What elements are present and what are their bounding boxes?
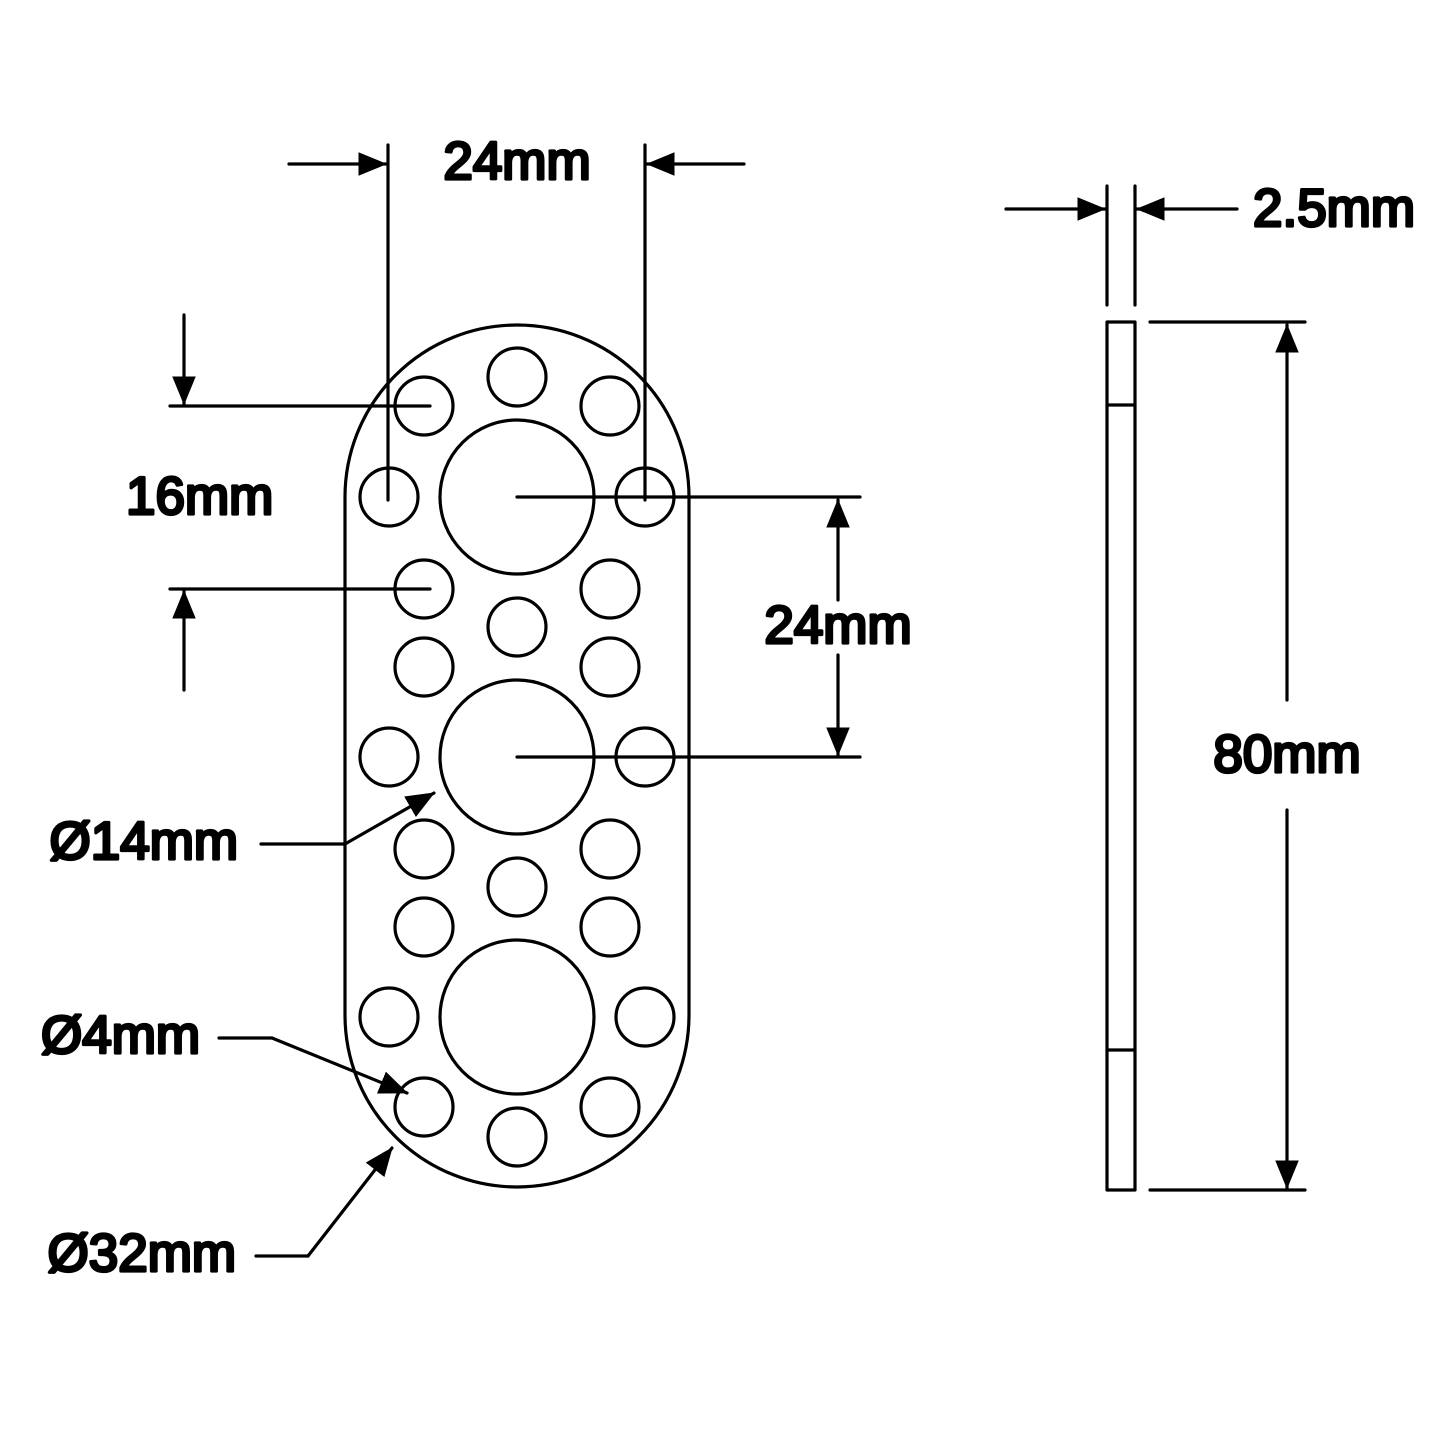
small-hole (393, 896, 455, 958)
small-hole (579, 818, 641, 880)
front-view-small-holes (358, 346, 676, 1168)
small-hole (358, 986, 420, 1048)
front-view-large-holes (438, 418, 596, 1096)
leader-small-hole-dia (217, 1036, 409, 1095)
small-hole (393, 1076, 455, 1138)
dimension-left-offset-label: 16mm (126, 467, 273, 526)
dimension-overall-length (1148, 320, 1307, 1192)
dimension-left-offset (168, 313, 432, 692)
small-hole (393, 636, 455, 698)
leader-large-hole-dia (259, 791, 436, 846)
small-hole (486, 346, 548, 408)
side-view-profile (1105, 320, 1137, 1192)
dimension-top-width (287, 143, 746, 502)
front-view-outline (343, 323, 691, 1189)
dimension-top-width-label: 24mm (443, 132, 590, 191)
leader-end-radius-dia (254, 1146, 394, 1258)
dimension-overall-length-label: 80mm (1213, 725, 1360, 784)
dimension-center-spacing (515, 495, 862, 759)
dimension-end-radius-dia-label: Ø32mm (48, 1224, 236, 1283)
small-hole (358, 726, 420, 788)
small-hole (579, 636, 641, 698)
small-hole (614, 986, 676, 1048)
small-hole (579, 558, 641, 620)
dimension-thickness (1004, 184, 1239, 307)
dimension-large-hole-dia-label: Ø14mm (50, 812, 238, 871)
dimension-thickness-label: 2.5mm (1253, 179, 1415, 238)
small-hole (393, 818, 455, 880)
dimension-center-spacing-label: 24mm (764, 596, 911, 655)
small-hole (579, 896, 641, 958)
small-hole (579, 1076, 641, 1138)
small-hole (486, 1106, 548, 1168)
small-hole (579, 375, 641, 437)
small-hole (486, 596, 548, 658)
dimension-small-hole-dia-label: Ø4mm (41, 1006, 200, 1065)
large-hole-bottom (438, 938, 596, 1096)
small-hole (486, 856, 548, 918)
